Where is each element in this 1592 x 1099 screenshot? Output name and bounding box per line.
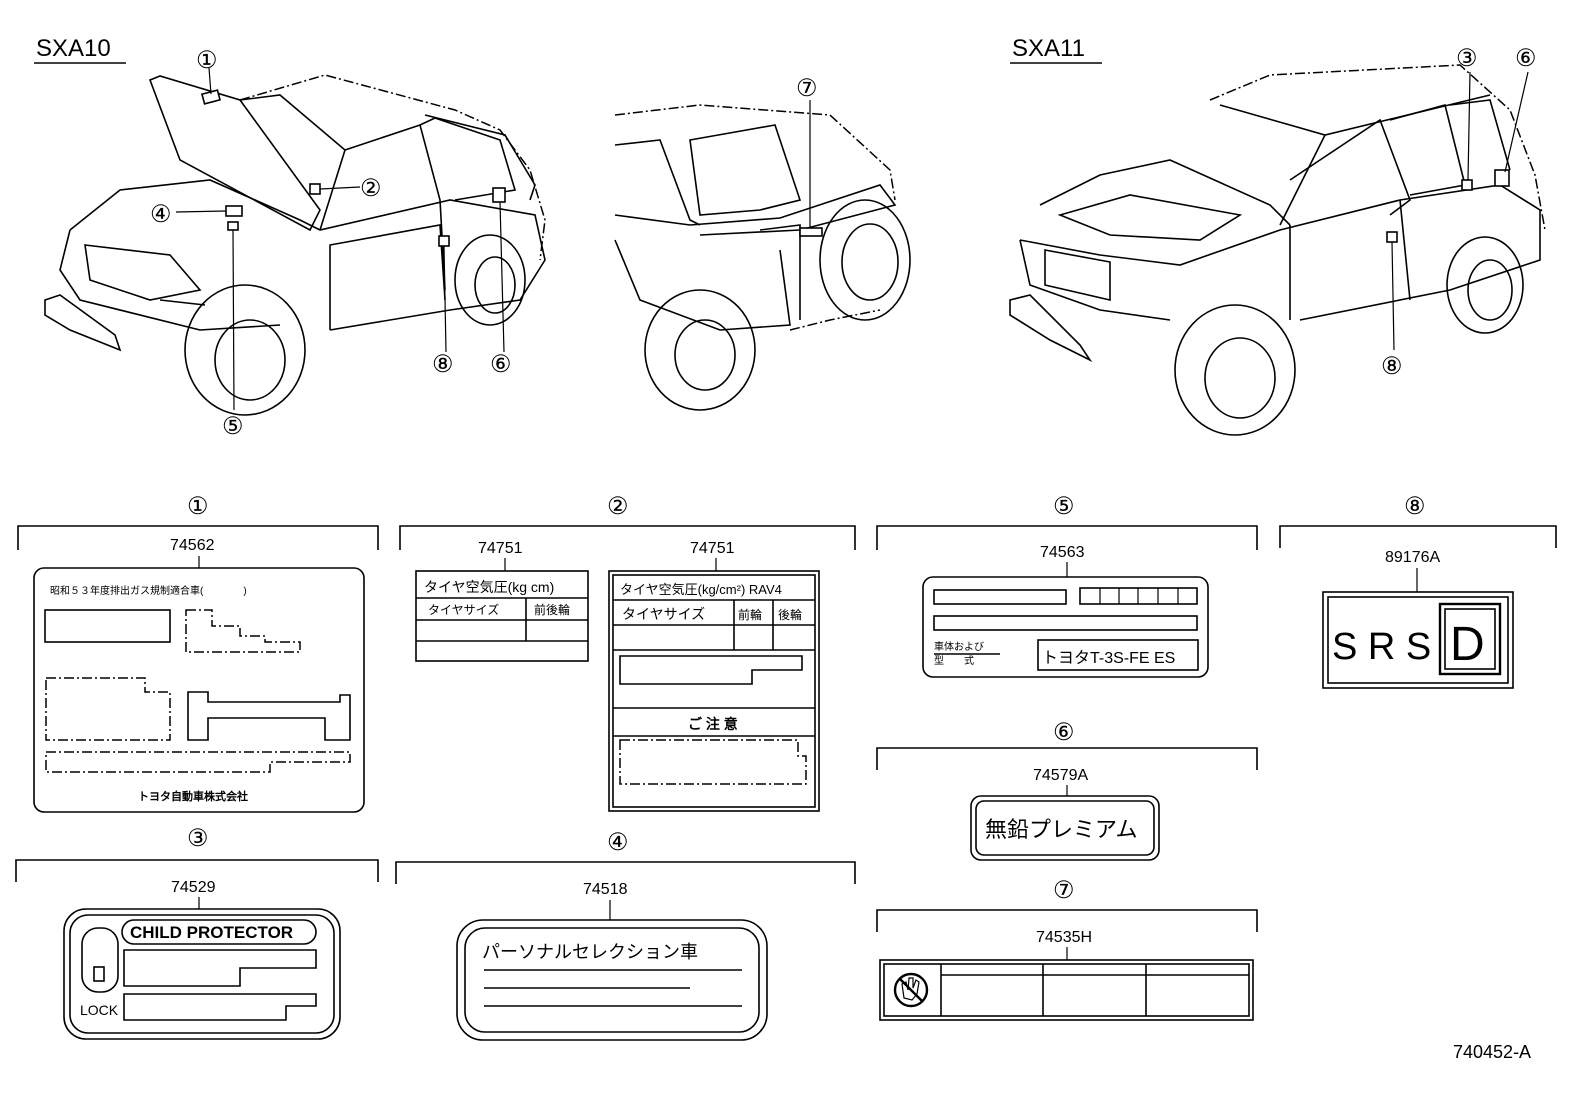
tire-label-b-title: タイヤ空気圧(kg/cm²) RAV4 [620, 582, 782, 597]
section-5-number: ⑤ [1053, 493, 1075, 520]
section-6-number: ⑥ [1053, 719, 1075, 746]
personal-selection-label [456, 919, 768, 1041]
callout-3-sxa11: ③ [1456, 45, 1478, 72]
figure-code: 740452-A [1453, 1042, 1531, 1062]
emission-label [33, 567, 365, 813]
section-1-number: ① [187, 493, 209, 520]
section-2-part-number-a: 74751 [478, 540, 523, 557]
unleaded-premium-label [970, 795, 1160, 861]
child-protector-title: CHILD PROTECTOR [130, 923, 293, 942]
personal-selection-title: パーソナルセレクション車 [482, 942, 698, 962]
section-3-number: ③ [187, 825, 209, 852]
child-protector-lock: LOCK [80, 1002, 119, 1018]
caution-label-74535h [879, 959, 1254, 1021]
vehicle-rear-illustration [614, 100, 911, 411]
section-2-number: ② [607, 493, 629, 520]
tire-label-b-rear: 後輪 [778, 607, 802, 622]
vehicle-id-label [922, 576, 1209, 678]
no-hand-icon [893, 972, 929, 1008]
callout-1-sxa10: ① [196, 47, 218, 74]
section-7-part-number: 74535H [1036, 929, 1092, 946]
model-sxa11-label: SXA11 [1012, 35, 1085, 62]
callout-6-sxa11: ⑥ [1515, 45, 1537, 72]
vehicle-id-caption-1: 車体および [934, 640, 984, 653]
callout-7-rear: ⑦ [796, 75, 818, 102]
vehicle-sxa11-illustration [1009, 64, 1546, 436]
emission-label-header: 昭和５３年度排出ガス規制適合車( ) [50, 584, 247, 597]
section-2-part-number-b: 74751 [690, 540, 735, 557]
model-sxa10-label: SXA10 [36, 35, 111, 62]
vehicle-sxa10-illustration [44, 67, 546, 416]
unleaded-premium-text: 無鉛プレミアム [985, 817, 1137, 842]
tire-pressure-label-a [415, 570, 589, 662]
srs-label [1322, 591, 1514, 689]
section-3-part-number: 74529 [171, 879, 216, 896]
section-6-part-number: 74579A [1033, 767, 1088, 784]
vehicle-id-caption-2: 型 式 [934, 654, 974, 667]
emission-label-footer: トヨタ自動車株式会社 [138, 789, 248, 803]
section-4-number: ④ [607, 829, 629, 856]
child-protector-label [63, 908, 341, 1040]
section-4-part-number: 74518 [583, 881, 628, 898]
vehicle-id-engine-model: トヨタT-3S-FE ES [1042, 649, 1175, 667]
srs-label-text: S R S [1332, 626, 1431, 668]
callout-6-sxa10: ⑥ [490, 351, 512, 378]
callout-4-sxa10: ④ [150, 201, 172, 228]
tire-pressure-label-b [608, 570, 820, 812]
callout-8-sxa11: ⑧ [1381, 353, 1403, 380]
section-1-part-number: 74562 [170, 537, 215, 554]
tire-label-b-caution: ご 注 意 [688, 716, 738, 732]
tire-label-b-size: タイヤサイズ [622, 606, 705, 622]
section-8-part-number: 89176A [1385, 549, 1440, 566]
tire-label-a-size: タイヤサイズ [428, 602, 499, 617]
srs-label-d: D [1450, 618, 1485, 671]
tire-label-a-title: タイヤ空気圧(kg cm) [424, 579, 554, 595]
tire-label-b-front: 前輪 [738, 607, 762, 622]
callout-5-sxa10: ⑤ [222, 413, 244, 440]
section-8-number: ⑧ [1404, 493, 1426, 520]
callout-2-sxa10: ② [360, 175, 382, 202]
callout-8-sxa10: ⑧ [432, 351, 454, 378]
section-5-part-number: 74563 [1040, 544, 1085, 561]
section-7-number: ⑦ [1053, 877, 1075, 904]
tire-label-a-axle: 前後輪 [534, 602, 570, 617]
